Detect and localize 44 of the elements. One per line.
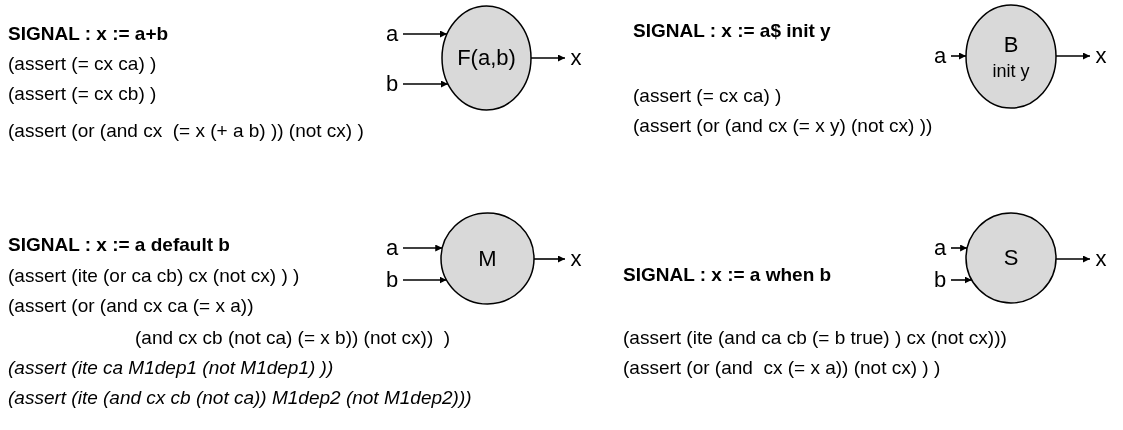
signal-name: x <box>568 45 584 71</box>
arrow <box>402 30 448 38</box>
signal-heading: SIGNAL : x := a+b <box>8 22 169 46</box>
operator-circle <box>965 4 1057 109</box>
code-line: (assert (= cx cb) ) <box>8 82 157 106</box>
operator-circle <box>441 5 532 111</box>
signal-heading: SIGNAL : x := a when b <box>623 263 832 287</box>
signal-name: x <box>1093 43 1109 69</box>
operator-circle <box>440 212 535 305</box>
code-line: (assert (ite (and ca cb (= b true) ) cx (not cx))) <box>623 326 1007 350</box>
code-line: (and cx cb (not ca) (= x b)) (not cx)) ) <box>135 326 451 350</box>
code-line: (assert (ite ca M1dep1 (not M1dep1) )) <box>8 356 334 380</box>
code-line: (assert (or (and cx (= x a)) (not cx) ) ) <box>623 356 941 380</box>
arrow <box>950 244 968 252</box>
code-line: (assert (or (and cx (= x (+ a b) )) (not cx) ) <box>8 119 364 143</box>
operator-circle <box>965 212 1057 304</box>
code-line: (assert (or (and cx ca (= x a)) <box>8 294 254 318</box>
code-line: (assert (= cx ca) ) <box>633 84 782 108</box>
arrow <box>950 276 973 284</box>
signal-name: b <box>384 267 400 293</box>
signal-name: a <box>932 43 948 69</box>
arrow <box>402 276 448 284</box>
signal-name: x <box>1093 246 1109 272</box>
signal-name: a <box>932 235 948 261</box>
signal-heading: SIGNAL : x := a$ init y <box>633 19 831 43</box>
code-line: (assert (or (and cx (= x y) (not cx) )) <box>633 114 933 138</box>
arrow <box>402 80 449 88</box>
signal-name: x <box>568 246 584 272</box>
initial-value-text: init y <box>992 59 1030 83</box>
operator-name: S <box>1003 244 1019 272</box>
signal-name: b <box>384 71 400 97</box>
operator-name: B <box>1003 30 1019 59</box>
signal-heading: SIGNAL : x := a default b <box>8 233 230 257</box>
code-line: (assert (ite (or ca cb) cx (not cx) ) ) <box>8 264 300 288</box>
code-line: (assert (= cx ca) ) <box>8 52 157 76</box>
arrow <box>1055 255 1091 263</box>
signal-name: a <box>384 21 400 47</box>
operator-name: M <box>478 244 497 273</box>
operator-name: F(a,b) <box>457 44 516 72</box>
arrow <box>402 244 444 252</box>
signal-name: b <box>932 267 948 293</box>
arrow <box>950 52 967 60</box>
signal-name: a <box>384 235 400 261</box>
code-line: (assert (ite (and cx cb (not ca)) M1dep2 (not M1dep2))) <box>8 386 472 410</box>
